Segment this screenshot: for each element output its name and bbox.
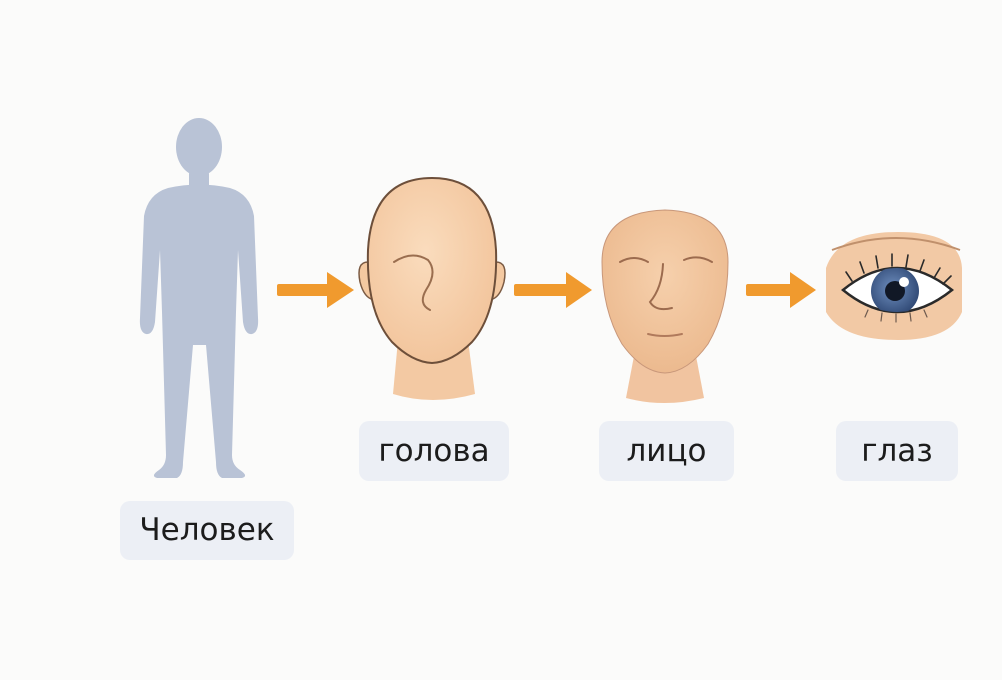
label-eye: глаз (836, 421, 958, 481)
arrow-2-icon (514, 272, 592, 308)
label-face: лицо (599, 421, 734, 481)
label-person: Человек (120, 501, 294, 560)
eye-icon (826, 232, 962, 340)
arrow-1-icon (277, 272, 354, 308)
human-silhouette-icon (140, 118, 258, 478)
head-icon (359, 178, 505, 400)
label-head: голова (359, 421, 509, 481)
face-icon (602, 210, 728, 403)
arrow-3-icon (746, 272, 816, 308)
